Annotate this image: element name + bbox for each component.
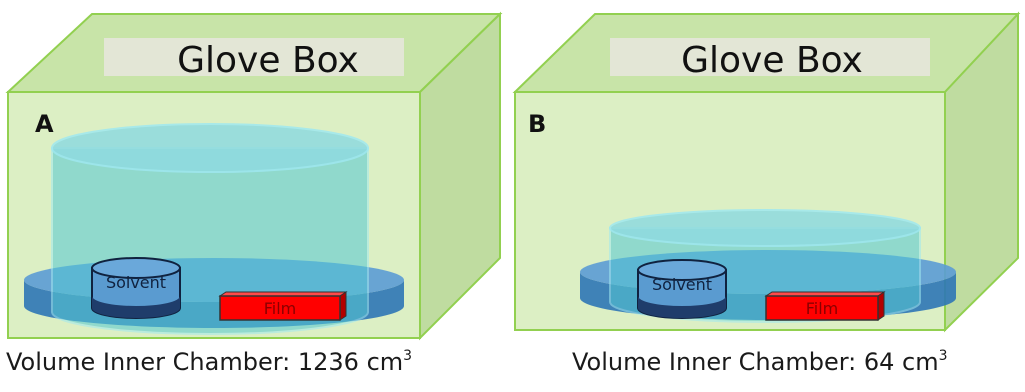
caption-a-exponent: 3 bbox=[403, 348, 413, 364]
glovebox-b-label-band bbox=[610, 38, 930, 76]
panel-b: Glove Box B Solvent Film bbox=[512, 11, 1021, 333]
panel-b-letter: B bbox=[528, 110, 546, 138]
solvent-a-label: Solvent bbox=[106, 273, 166, 292]
chamber-b-top bbox=[609, 209, 921, 247]
solvent-a: Solvent bbox=[91, 257, 181, 319]
solvent-b: Solvent bbox=[637, 259, 727, 319]
film-a: Film bbox=[218, 291, 348, 321]
panel-a: Glove Box A Solvent Film bbox=[5, 11, 503, 341]
film-b: Film bbox=[764, 291, 886, 321]
film-b-label: Film bbox=[806, 299, 839, 318]
caption-a-text: Volume Inner Chamber: 1236 cm bbox=[6, 348, 404, 376]
glovebox-b-label: Glove Box bbox=[681, 40, 863, 81]
solvent-b-label: Solvent bbox=[652, 275, 712, 294]
glovebox-a-label: Glove Box bbox=[177, 40, 359, 81]
chamber-a-top bbox=[51, 123, 369, 173]
film-a-label: Film bbox=[264, 299, 297, 318]
caption-b-text: Volume Inner Chamber: 64 cm bbox=[572, 348, 939, 376]
caption-b: Volume Inner Chamber: 64 cm3 bbox=[572, 348, 948, 376]
caption-b-exponent: 3 bbox=[938, 348, 948, 364]
panel-a-letter: A bbox=[35, 110, 54, 138]
caption-a: Volume Inner Chamber: 1236 cm3 bbox=[6, 348, 412, 376]
glovebox-a-label-band bbox=[104, 38, 404, 76]
